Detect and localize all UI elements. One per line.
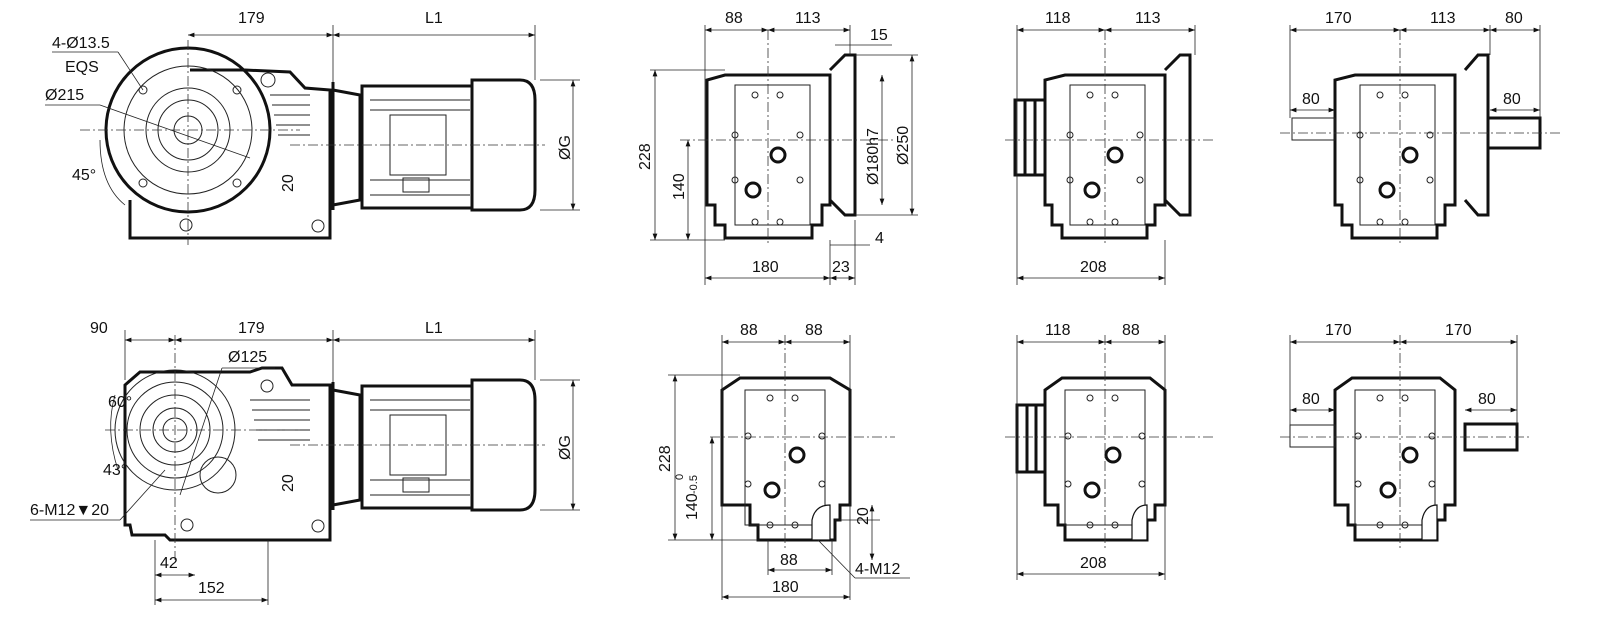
label-bore: Ø125 (228, 349, 267, 366)
bolt-holes (138, 85, 242, 188)
tapped-hole-section (811, 504, 831, 541)
housing-outline (705, 73, 832, 240)
dim-motor-dia: ØG (557, 135, 574, 160)
dim-23: 23 (832, 259, 850, 276)
dim-motor-dia: ØG (557, 435, 574, 460)
dim-80-right: 80 (1478, 391, 1496, 408)
dim-l1: L1 (425, 320, 443, 337)
dim-4: 4 (875, 230, 884, 247)
dim-113: 113 (795, 10, 821, 27)
motor-body (360, 384, 474, 510)
dim-179: 179 (238, 10, 265, 27)
dim-170: 170 (1325, 10, 1352, 27)
dim-118: 118 (1045, 10, 1071, 27)
dim-228: 228 (637, 143, 654, 170)
dim-thread-depth: 20 (855, 507, 872, 525)
end-view-foot-solid-shaft: 170 170 80 80 (1280, 322, 1530, 550)
dim-15: 15 (870, 27, 888, 44)
housing-outline (720, 376, 852, 542)
dim-80: 80 (1505, 10, 1523, 27)
dim-179: 179 (238, 320, 265, 337)
motor-body (360, 84, 474, 210)
label-thread: 6-M12▼20 (30, 502, 109, 519)
dim-90: 90 (90, 320, 108, 337)
dim-l1: L1 (425, 10, 443, 27)
side-view-foot-mounted: 90 179 L1 Ø125 60° 43° 6-M12▼20 20 42 15… (30, 320, 580, 605)
fan-cover (470, 378, 537, 512)
dim-208: 208 (1080, 259, 1107, 276)
output-flange (828, 53, 857, 217)
end-view-foot: 88 88 228 140 0 -0.5 20 88 180 4-M12 (657, 322, 910, 600)
dim-42: 42 (160, 555, 178, 572)
label-angle-60: 60° (108, 394, 132, 411)
gear-housing (123, 366, 332, 542)
housing-outline (1333, 73, 1457, 240)
input-shaft-left (1291, 117, 1336, 141)
dim-170-left: 170 (1325, 322, 1352, 339)
dim-180: 180 (772, 579, 799, 596)
dim-80-left: 80 (1302, 91, 1320, 108)
dim-spigot: Ø180h7 (865, 128, 882, 185)
dim-228: 228 (657, 445, 674, 472)
dim-offset: 20 (280, 174, 297, 192)
housing-outline (1043, 73, 1167, 240)
hollow-shaft-hub (1013, 98, 1047, 177)
dim-80-right: 80 (1503, 91, 1521, 108)
end-view-foot-hollow-shaft: 118 88 208 (1005, 322, 1215, 580)
label-angle: 45° (72, 167, 96, 184)
output-flange (1163, 53, 1192, 217)
dim-88: 88 (725, 10, 743, 27)
output-flange (1463, 53, 1490, 217)
dim-170-right: 170 (1445, 322, 1472, 339)
end-view-flange: 88 113 15 228 140 Ø180h7 Ø250 4 180 23 (637, 10, 918, 285)
adapter (331, 82, 362, 210)
label-flange-dia: Ø215 (45, 87, 84, 104)
fan-cover (470, 78, 537, 212)
dim-113: 113 (1135, 10, 1161, 27)
end-view-flange-solid-shaft: 170 113 80 80 80 (1280, 10, 1560, 245)
dim-flange-dia: Ø250 (895, 126, 912, 165)
dim-113: 113 (1430, 10, 1456, 27)
dim-152: 152 (198, 580, 225, 597)
label-holes: 4-Ø13.5 (52, 35, 110, 52)
side-view-flange-mounted: 179 L1 4-Ø13.5 EQS Ø215 45° 20 ØG (45, 10, 580, 245)
dim-140: 140 (684, 493, 701, 520)
label-thread: 4-M12 (855, 561, 900, 578)
dim-80-left: 80 (1302, 391, 1320, 408)
end-view-flange-hollow-shaft: 118 113 208 (1005, 10, 1215, 285)
tolerance-lower: -0.5 (688, 475, 700, 494)
label-angle-43: 43° (103, 462, 127, 479)
tolerance-upper: 0 (674, 474, 686, 480)
dim-118: 118 (1045, 322, 1071, 339)
dim-180: 180 (752, 259, 779, 276)
dim-88-left: 88 (740, 322, 758, 339)
label-eqs: EQS (65, 59, 99, 76)
dim-88-right: 88 (805, 322, 823, 339)
dim-offset: 20 (280, 474, 297, 492)
input-shaft-left (1289, 424, 1336, 448)
dim-hole-spacing: 88 (780, 552, 798, 569)
dim-88: 88 (1122, 322, 1140, 339)
dim-208: 208 (1080, 555, 1107, 572)
hollow-shaft-hub (1015, 403, 1047, 474)
dim-140: 140 (671, 173, 688, 200)
gear-housing (128, 68, 332, 240)
